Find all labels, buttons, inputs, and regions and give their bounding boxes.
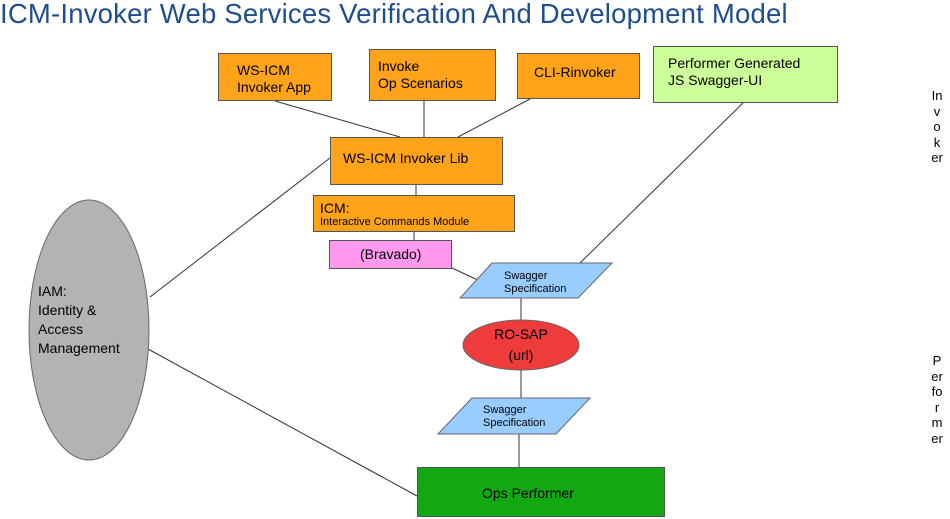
iam-ellipse xyxy=(28,199,150,461)
connector-app-to-lib xyxy=(274,100,401,138)
cli-rinvoker-box: CLI-Rinvoker xyxy=(517,53,640,99)
swagger-spec-bottom-shape xyxy=(436,397,592,435)
invoke-op-scenarios-box: Invoke Op Scenarios xyxy=(369,49,496,101)
rosap-ellipse xyxy=(462,319,580,371)
connector-cli-to-lib xyxy=(457,98,531,138)
connector-iam-to-lib xyxy=(149,157,331,298)
swagger-spec-bottom-label: Swagger Specification xyxy=(483,404,546,429)
connector-iam-to-performer xyxy=(147,348,418,497)
rosap-label: RO-SAP (url) xyxy=(494,326,548,363)
diagram-title: ICM-Invoker Web Services Verification An… xyxy=(0,0,788,29)
connector-swaggerui-to-spec xyxy=(579,102,744,264)
iam-label: IAM: Identity & Access Management xyxy=(38,283,120,356)
icm-module-title: ICM: xyxy=(320,200,350,216)
wsicm-invoker-lib-box: WS-ICM Invoker Lib xyxy=(330,137,503,185)
swagger-spec-top-shape xyxy=(458,262,614,299)
bravado-box: (Bravado) xyxy=(329,240,452,269)
icm-module-box: ICM: Interactive Commands Module xyxy=(313,195,515,232)
side-label-performer: Performer xyxy=(931,353,943,446)
wsicm-invoker-app-box: WS-ICM Invoker App xyxy=(218,53,332,101)
swagger-spec-top-label: Swagger Specification xyxy=(504,270,567,295)
performer-swagger-ui-box: Performer Generated JS Swagger-UI xyxy=(653,46,838,103)
ops-performer-box: Ops Performer xyxy=(417,467,665,517)
side-label-invoker: Invoker xyxy=(931,88,943,165)
icm-module-subtitle: Interactive Commands Module xyxy=(320,216,470,228)
